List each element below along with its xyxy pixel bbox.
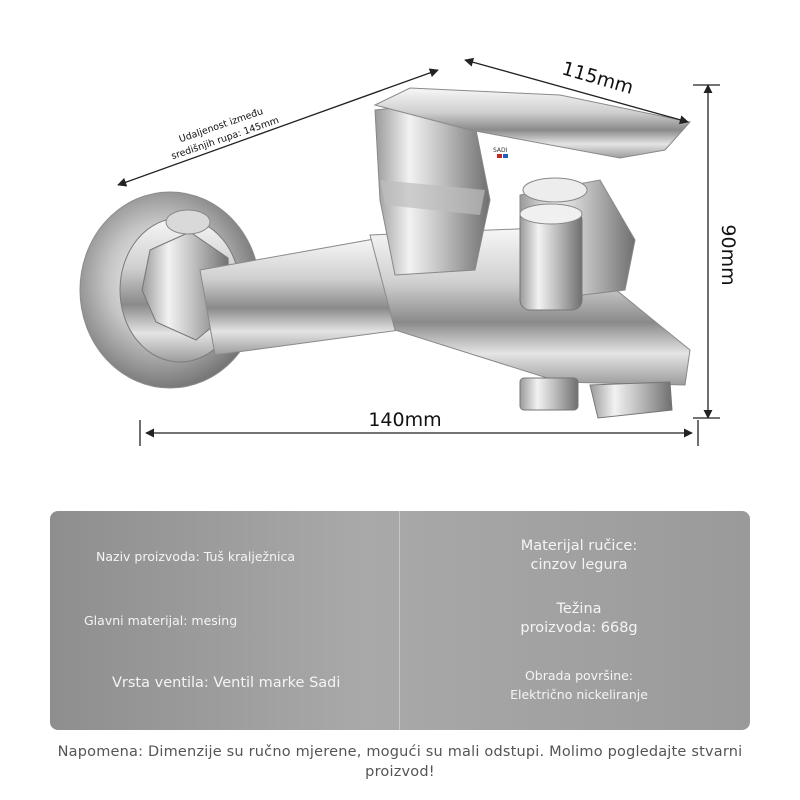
dimension-lines <box>117 57 720 446</box>
spec-weight: Težina proizvoda: 668g <box>520 601 638 636</box>
product-figure: SADI Udaljenost između središnjih rupa: … <box>79 57 739 446</box>
footer-note: Napomena: Dimenzije su ručno mjerene, mo… <box>57 744 743 780</box>
svg-text:SADI: SADI <box>493 147 508 154</box>
faucet-illustration: SADI <box>79 87 691 419</box>
spec-valve-type: Vrsta ventila: Ventil marke Sadi <box>112 675 341 691</box>
spec-divider <box>399 511 400 730</box>
spec-panel: Naziv proizvoda: Tuš kralježnica Glavni … <box>50 511 750 730</box>
spec-surface-finish: Obrada površine: Električno nickeliranje <box>510 668 648 702</box>
depth-dimension-label: 115mm <box>559 58 636 99</box>
spec-main-material: Glavni materijal: mesing <box>84 613 238 628</box>
height-dimension-label: 90mm <box>717 224 739 285</box>
spec-handle-material: Materijal ručice: cinzov legura <box>520 538 638 573</box>
width-dimension-label: 140mm <box>368 409 441 431</box>
spec-product-name: Naziv proizvoda: Tuš kralježnica <box>96 549 296 564</box>
